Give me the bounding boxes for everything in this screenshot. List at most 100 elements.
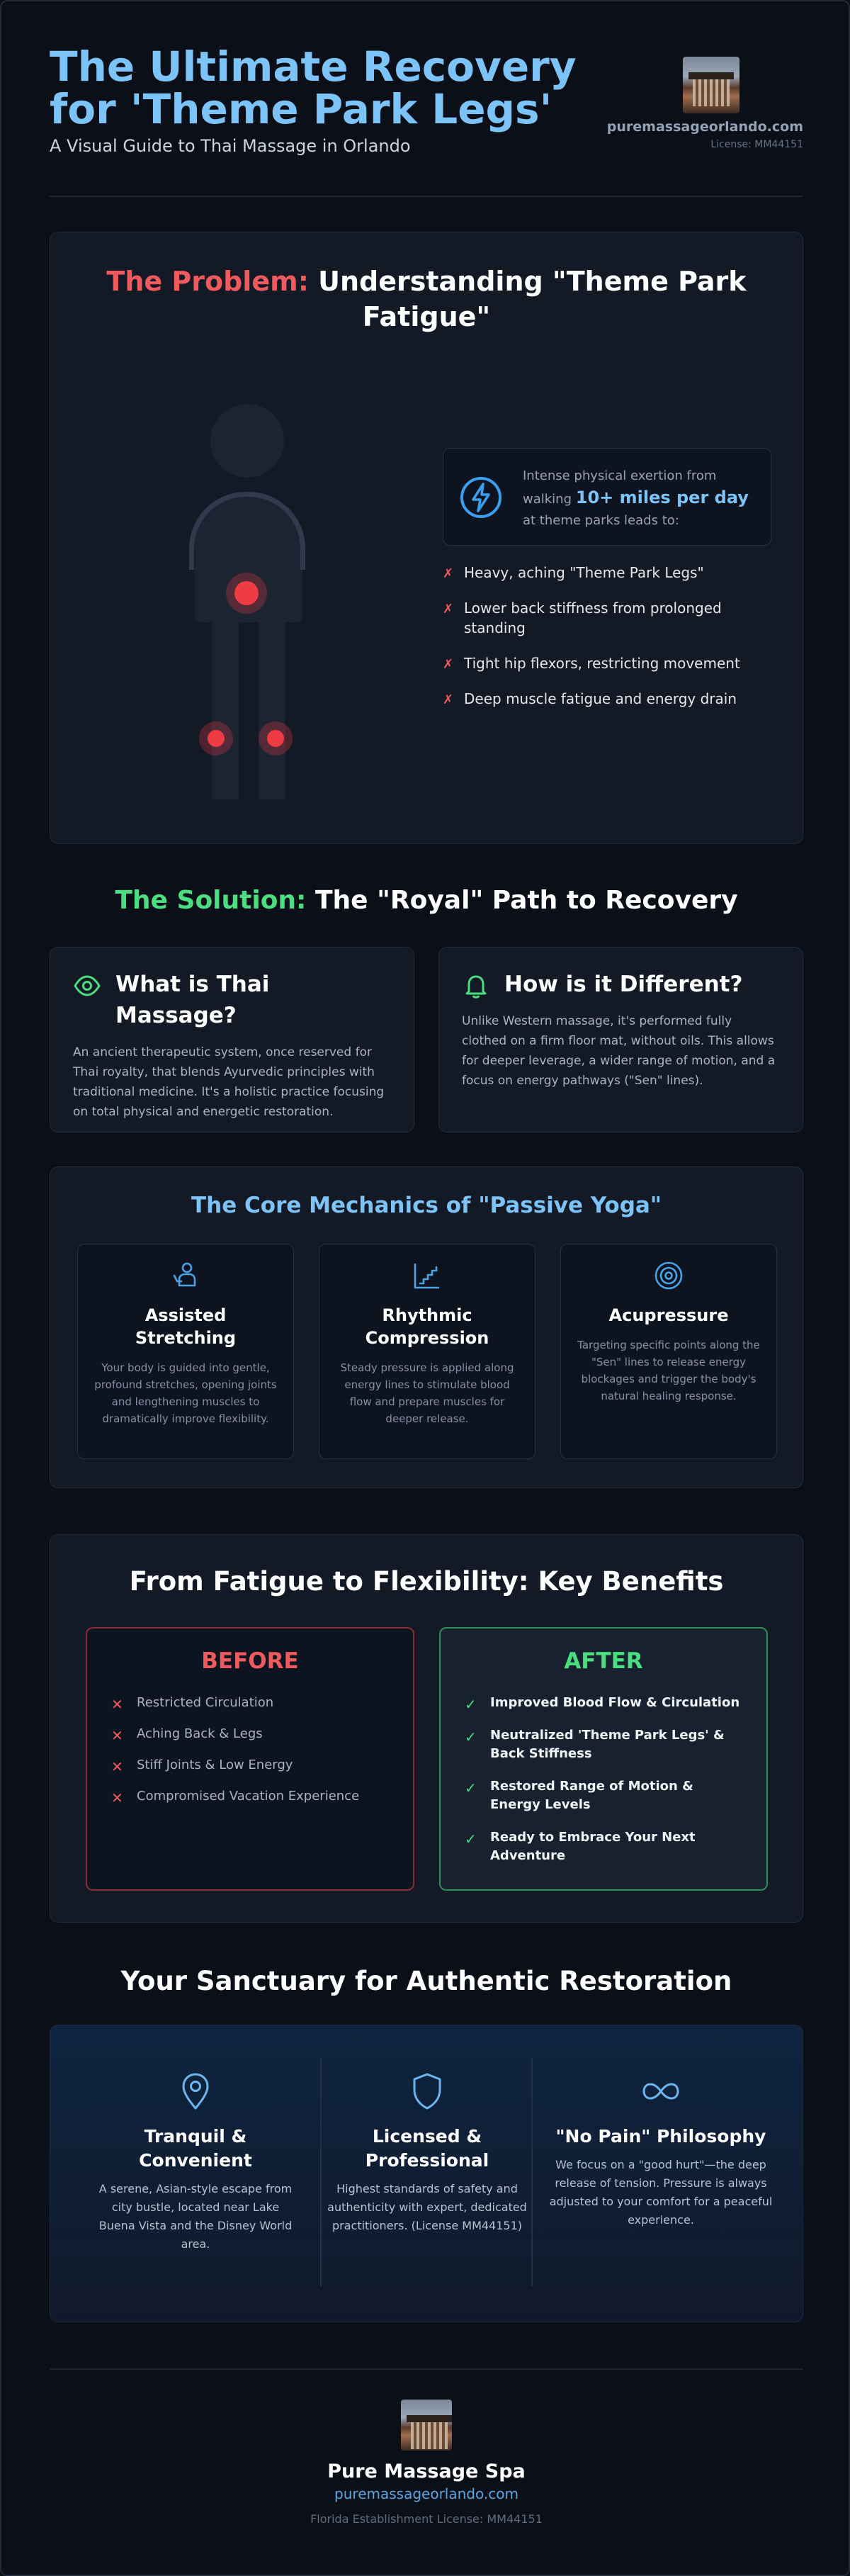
infinity-icon: [642, 2083, 679, 2100]
mechanics-title: The Core Mechanics of "Passive Yoga": [191, 1193, 662, 1218]
list-item: ✓Restored Range of Motion & Energy Level…: [465, 1779, 693, 1812]
x-mark-icon: ✗: [443, 602, 454, 617]
benefits-section: From Fatigue to Flexibility: Key Benefit…: [50, 1534, 803, 1923]
check-icon: ✓: [465, 1728, 477, 1745]
benefits-title: From Fatigue to Flexibility: Key Benefit…: [129, 1566, 724, 1597]
problem-title: The Problem: Understanding "Theme Park F…: [93, 264, 760, 334]
stairs-chart-icon: [414, 1264, 439, 1289]
sanctuary-item-title: Licensed & Professional: [365, 2126, 489, 2171]
list-item: ✗Tight hip flexors, restricting movement: [443, 653, 776, 673]
column-divider: [320, 2058, 322, 2286]
mechanic-text: Your body is guided into gentle, profoun…: [94, 1361, 277, 1425]
body-figure-illustration: [189, 404, 305, 801]
before-list: ✕Restricted Circulation ✕Aching Back & L…: [111, 1694, 389, 1806]
mechanic-text: Steady pressure is applied along energy …: [340, 1361, 514, 1425]
check-icon: ✓: [465, 1696, 477, 1713]
shield-icon: [413, 2073, 441, 2110]
mechanic-title: Assisted Stretching: [135, 1305, 237, 1348]
eye-icon: [74, 975, 101, 996]
after-column: AFTER ✓Improved Blood Flow & Circulation…: [439, 1627, 768, 1891]
figure-arms: [189, 492, 305, 570]
card-title: How is it Different?: [462, 969, 780, 1000]
mechanics-section: The Core Mechanics of "Passive Yoga" Ass…: [50, 1166, 803, 1488]
card-text: An ancient therapeutic system, once rese…: [73, 1045, 385, 1119]
brand-license: License: MM44151: [710, 139, 803, 150]
mechanic-card-stretching: Assisted Stretching Your body is guided …: [77, 1244, 294, 1459]
stat-prefix: Intense physical exertion from walking: [523, 468, 717, 507]
sanctuary-section: Tranquil & Convenient A serene, Asian-st…: [50, 2025, 803, 2322]
sanctuary-item-title: Tranquil & Convenient: [139, 2126, 252, 2171]
spa-logo-image: [401, 2400, 452, 2451]
spa-logo-image: [683, 57, 740, 113]
list-item: ✕Compromised Vacation Experience: [111, 1789, 360, 1806]
figure-head: [210, 404, 284, 478]
pain-point-left-knee: [208, 730, 225, 747]
sanctuary-title: Your Sanctuary for Authentic Restoration: [120, 1966, 732, 1996]
page-subtitle: A Visual Guide to Thai Massage in Orland…: [50, 136, 411, 156]
mechanic-card-acupressure: Acupressure Targeting specific points al…: [560, 1244, 777, 1459]
list-item: ✓Improved Blood Flow & Circulation: [465, 1695, 740, 1713]
x-mark-icon: ✕: [111, 1789, 123, 1806]
mechanic-title: Acupressure: [608, 1305, 729, 1325]
brand-domain[interactable]: puremassageorlando.com: [606, 119, 803, 135]
x-mark-icon: ✕: [111, 1727, 123, 1744]
problem-section: The Problem: Understanding "Theme Park F…: [50, 232, 803, 844]
stat-text: Intense physical exertion from walking 1…: [523, 466, 764, 531]
list-item: ✗Lower back stiffness from prolonged sta…: [443, 600, 722, 636]
mechanic-text: Targeting specific points along the "Sen…: [577, 1339, 760, 1402]
bell-icon: [465, 975, 487, 999]
header: The Ultimate Recovery for 'Theme Park Le…: [50, 43, 803, 156]
page-title: The Ultimate Recovery for 'Theme Park Le…: [50, 43, 577, 133]
pain-point-back: [234, 581, 259, 605]
footer: Pure Massage Spa puremassageorlando.com …: [50, 2400, 803, 2526]
before-label: BEFORE: [201, 1648, 299, 1674]
location-pin-icon: [182, 2073, 209, 2110]
list-item: ✗Heavy, aching "Theme Park Legs": [443, 563, 776, 583]
list-item: ✓Ready to Embrace Your Next Adventure: [465, 1830, 696, 1863]
sanctuary-item-licensed: Licensed & Professional Highest standard…: [324, 2071, 530, 2235]
footer-license: Florida Establishment License: MM44151: [310, 2512, 543, 2526]
column-divider: [531, 2058, 533, 2286]
pain-point-right-knee: [267, 730, 284, 747]
list-item: ✕Restricted Circulation: [111, 1695, 274, 1713]
solution-title-accent: The Solution:: [115, 886, 307, 915]
figure-left-leg: [212, 617, 239, 799]
x-mark-icon: ✗: [443, 692, 454, 707]
stat-suffix: at theme parks leads to:: [523, 513, 679, 528]
sanctuary-item-text: A serene, Asian-style escape from city b…: [98, 2182, 293, 2251]
target-icon: [654, 1261, 683, 1290]
footer-business-name: Pure Massage Spa: [327, 2460, 526, 2482]
list-item: ✓Neutralized 'Theme Park Legs' & Back St…: [465, 1728, 725, 1761]
figure-right-leg: [259, 617, 285, 799]
footer-website-link[interactable]: puremassageorlando.com: [334, 2485, 518, 2502]
solution-title-rest: The "Royal" Path to Recovery: [315, 886, 738, 915]
symptom-list: ✗Heavy, aching "Theme Park Legs" ✗Lower …: [443, 563, 776, 724]
x-mark-icon: ✗: [443, 566, 454, 581]
card-text: Unlike Western massage, it's performed f…: [462, 1014, 776, 1088]
after-list: ✓Improved Blood Flow & Circulation ✓Neut…: [465, 1694, 742, 1865]
how-is-it-different-card: How is it Different? Unlike Western mass…: [438, 947, 803, 1132]
assisted-person-icon: [173, 1262, 196, 1287]
x-mark-icon: ✕: [111, 1696, 123, 1713]
list-item: ✕Aching Back & Legs: [111, 1726, 263, 1744]
before-column: BEFORE ✕Restricted Circulation ✕Aching B…: [86, 1627, 414, 1891]
check-icon: ✓: [465, 1779, 477, 1796]
brand-block: puremassageorlando.com License: MM44151: [591, 57, 803, 150]
card-title: What is Thai Massage?: [73, 969, 391, 1031]
sanctuary-item-no-pain: "No Pain" Philosophy We focus on a "good…: [544, 2071, 778, 2229]
sanctuary-item-title: "No Pain" Philosophy: [555, 2126, 766, 2147]
stat-highlight: 10+ miles per day: [575, 488, 749, 507]
list-item: ✕Stiff Joints & Low Energy: [111, 1757, 293, 1775]
mechanic-card-compression: Rhythmic Compression Steady pressure is …: [319, 1244, 536, 1459]
x-mark-icon: ✗: [443, 657, 454, 672]
check-icon: ✓: [465, 1830, 477, 1847]
x-mark-icon: ✕: [111, 1758, 123, 1775]
solution-title: The Solution: The "Royal" Path to Recove…: [50, 886, 803, 915]
problem-title-accent: The Problem:: [106, 266, 309, 297]
problem-title-rest: Understanding "Theme Park Fatigue": [318, 266, 747, 332]
sanctuary-item-text: Highest standards of safety and authenti…: [327, 2182, 527, 2232]
list-item: ✗Deep muscle fatigue and energy drain: [443, 689, 776, 709]
header-divider: [50, 196, 803, 197]
lightning-bolt-icon: [460, 477, 502, 518]
